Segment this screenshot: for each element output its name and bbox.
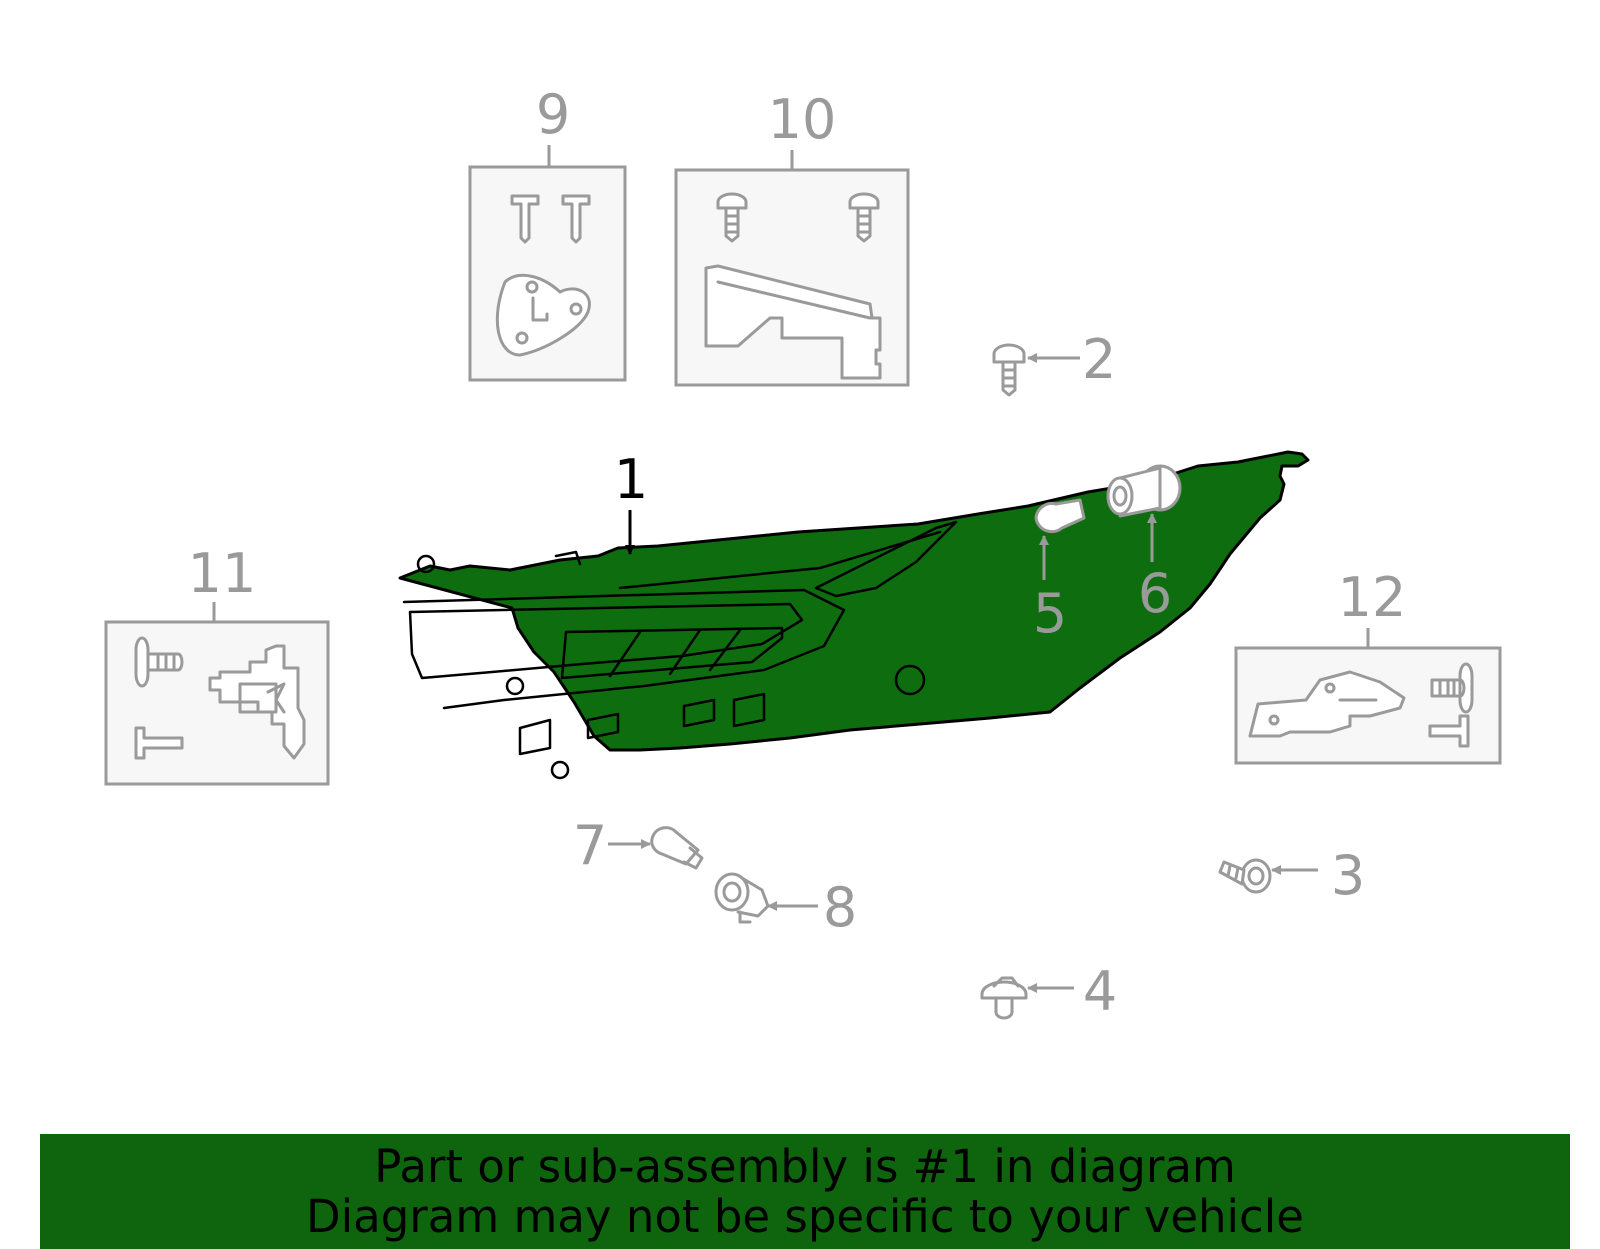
socket-icon xyxy=(714,872,750,912)
kit-9-box[interactable] xyxy=(468,145,627,382)
callout-2[interactable]: 2 xyxy=(1082,328,1116,391)
headlamp-mount-tab xyxy=(550,760,570,780)
headlamp-bracket-icon xyxy=(1248,670,1406,738)
headlamp-mount-tab xyxy=(554,550,582,566)
part-4-clip[interactable] xyxy=(980,976,1074,1020)
headlamp-drl-window xyxy=(814,520,958,598)
callout-6[interactable]: 6 xyxy=(1138,562,1172,625)
part-7-bulb[interactable] xyxy=(608,826,704,870)
part-2-screw[interactable] xyxy=(992,343,1080,397)
headlamp-housing xyxy=(398,450,1310,752)
kit-12-box[interactable] xyxy=(1234,628,1502,765)
part-8-socket[interactable] xyxy=(714,872,818,924)
headlamp-bulb-sockets xyxy=(518,692,766,756)
screw-icon xyxy=(1240,858,1272,894)
callout-10[interactable]: 10 xyxy=(768,88,837,151)
kit-11-box[interactable] xyxy=(104,602,330,786)
headlamp-bezel-line xyxy=(402,588,846,710)
callout-9[interactable]: 9 xyxy=(536,83,570,146)
callout-5[interactable]: 5 xyxy=(1033,582,1067,645)
clip-icon xyxy=(561,194,591,244)
screw-icon xyxy=(1428,714,1470,748)
part-6-socket[interactable] xyxy=(1106,464,1182,562)
headlamp-lens-strip xyxy=(408,602,804,680)
part-3-screw[interactable] xyxy=(1218,858,1318,894)
headlamp-adjuster xyxy=(894,664,926,696)
headlamp-top-line xyxy=(618,530,942,590)
screw-icon xyxy=(992,343,1026,364)
kit-9-frame xyxy=(468,165,627,382)
callout-7[interactable]: 7 xyxy=(573,814,607,877)
headlamp-assembly[interactable] xyxy=(398,450,1310,780)
headlamp-reflector-lines xyxy=(608,628,742,678)
headlamp-mount-tab xyxy=(416,554,436,574)
callout-1[interactable]: 1 xyxy=(614,448,648,511)
mounting-bracket-icon xyxy=(495,273,591,357)
headlamp-mount-hole xyxy=(505,676,525,696)
callout-8[interactable]: 8 xyxy=(823,876,857,939)
adjuster-bracket-icon xyxy=(208,644,306,760)
screw-icon xyxy=(134,726,184,760)
bulb-icon xyxy=(650,826,700,866)
callout-3[interactable]: 3 xyxy=(1331,844,1365,907)
clip-icon xyxy=(980,980,1028,1000)
bulb-icon xyxy=(1034,498,1086,534)
banner-line-2: Diagram may not be specific to your vehi… xyxy=(306,1189,1304,1243)
part-5-bulb[interactable] xyxy=(1034,498,1086,580)
callout-4[interactable]: 4 xyxy=(1083,960,1117,1023)
callout-12[interactable]: 12 xyxy=(1338,566,1407,629)
info-banner: Part or sub-assembly is #1 in diagram Di… xyxy=(40,1134,1570,1249)
banner-line-1: Part or sub-assembly is #1 in diagram xyxy=(374,1139,1236,1193)
clip-icon xyxy=(510,194,540,244)
headlamp-projector-window xyxy=(560,626,784,680)
screw-icon xyxy=(1430,662,1474,714)
callout-11[interactable]: 11 xyxy=(188,542,257,605)
kit-10-box[interactable] xyxy=(674,150,910,387)
support-bracket-icon xyxy=(704,264,882,380)
